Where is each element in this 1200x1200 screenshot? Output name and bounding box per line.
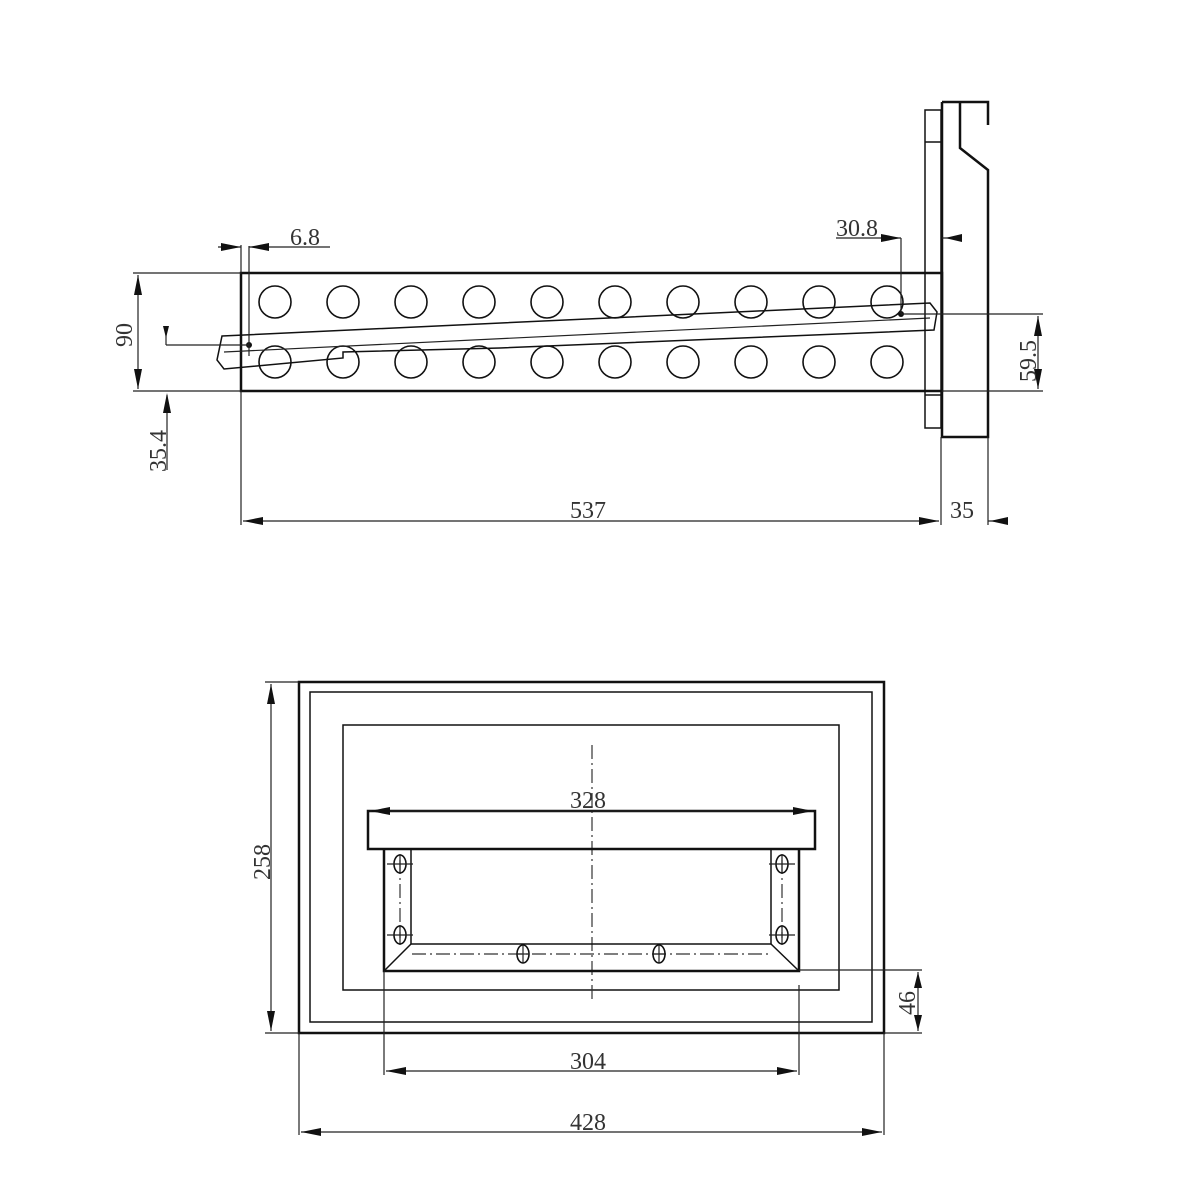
dim-outer-height: 258 [250, 681, 299, 1034]
dim-top-rail-width: 328 [370, 788, 813, 815]
dim-length: 537 [240, 391, 989, 525]
perforated-plate [239, 271, 944, 393]
dim-label-outer-width: 428 [570, 1110, 606, 1136]
mounting-holes [387, 854, 795, 964]
rail-marker [163, 326, 249, 346]
dim-lower-offset: 35.4 [146, 393, 172, 472]
dim-label-outer-height: 258 [250, 844, 276, 880]
dim-label-top-rail-width: 328 [570, 788, 606, 814]
dim-offset-right: 30.8 [836, 216, 962, 314]
dim-height: 90 [112, 272, 241, 392]
dim-label-lower-offset: 35.4 [146, 430, 172, 472]
wall-bracket [924, 100, 990, 439]
dim-rail-drop: 59.5 [901, 313, 1043, 392]
hole-row-top [258, 285, 904, 319]
dim-label-offset-right: 30.8 [836, 216, 878, 242]
side-view: 6.8 30.8 90 3 [112, 100, 1043, 525]
dim-bottom-offset: 46 [799, 969, 922, 1034]
dim-bracket-depth: 35 [950, 498, 1008, 525]
dim-label-bracket-width: 304 [570, 1049, 606, 1075]
dim-bracket-width: 304 [383, 971, 800, 1075]
hole-row-bottom [258, 345, 904, 379]
dim-label-rail-drop: 59.5 [1016, 340, 1042, 382]
dim-label-bottom-offset: 46 [895, 991, 921, 1015]
outer-frame [297, 680, 886, 1035]
front-view: 328 258 46 304 [250, 680, 922, 1136]
dim-label-offset-left: 6.8 [290, 225, 320, 251]
dim-offset-left: 6.8 [218, 225, 330, 356]
dim-label-height: 90 [112, 323, 138, 347]
back-panel [342, 724, 840, 991]
dim-label-length: 537 [570, 498, 606, 524]
inner-frame [309, 691, 873, 1023]
dim-outer-width: 428 [298, 1033, 885, 1136]
slanted-rail [216, 302, 938, 370]
dim-label-bracket-depth: 35 [950, 498, 974, 524]
